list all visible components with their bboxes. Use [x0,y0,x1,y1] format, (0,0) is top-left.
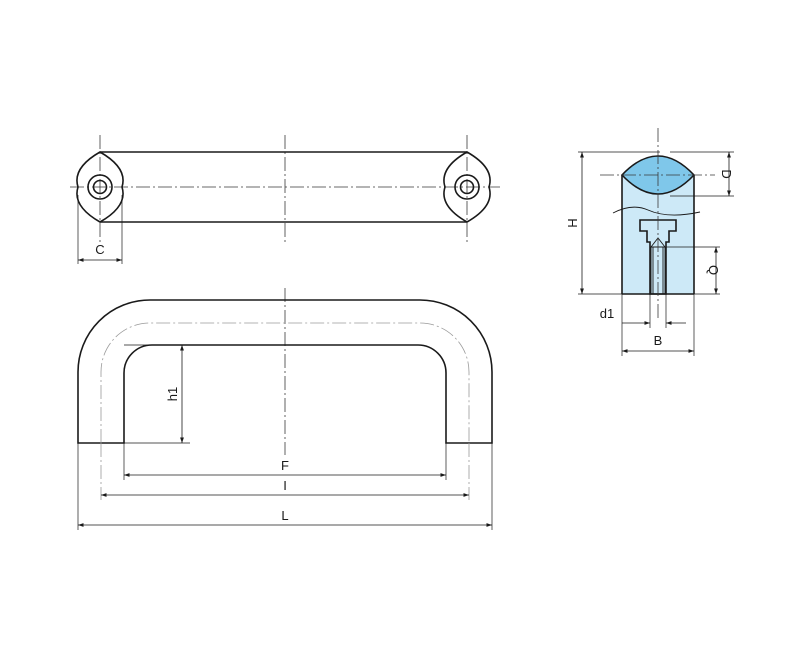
right-mount-hole-outer [454,174,480,200]
handle-axis-line [100,322,470,443]
right-mount-hole-inner [459,179,475,195]
side-view: H D Q d1 B [565,128,734,356]
top-view: C [70,135,500,264]
dimension-h-label: H [565,218,580,227]
front-view: h1 F I L [77,288,493,530]
dimension-l-label: L [281,508,288,523]
dimension-c-label: C [95,242,104,257]
dimension-b-label: B [654,333,663,348]
break-line [612,206,701,216]
dimension-q-label: Q [706,265,721,275]
dimension-i-label: I [283,478,287,493]
dimension-f-label: F [281,458,289,473]
left-mount-hole-inner [92,179,108,195]
dimension-d-label: D [719,169,734,178]
handle-profile [77,299,493,444]
left-mount-hole-outer [87,174,113,200]
right-mount-end [443,151,491,223]
dimension-h1-label: h1 [165,387,180,401]
left-mount-end [76,151,124,223]
dimension-d1-label: d1 [600,306,614,321]
